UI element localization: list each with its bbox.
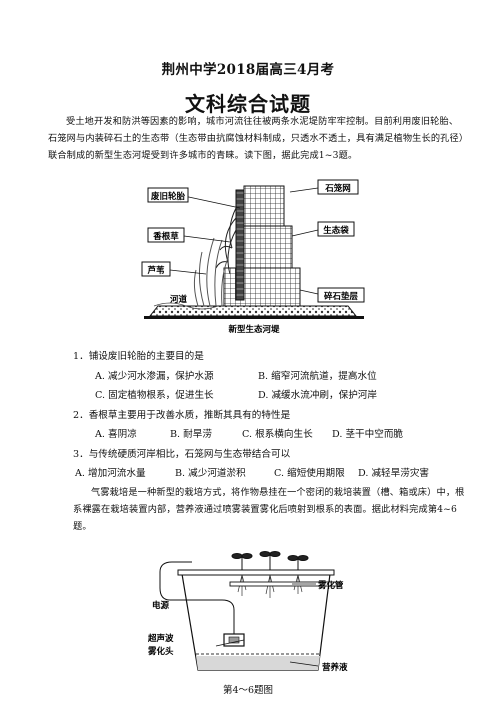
- bottom-bar: [144, 316, 364, 319]
- reed-label-box: [141, 261, 171, 277]
- question-3-option-c: C. 缩短使用期限: [274, 468, 345, 479]
- question-1-option-a: A. 减少河水渗漏，保护水源: [95, 371, 214, 382]
- reed-label: 芦苇: [147, 265, 165, 276]
- aeroponics-diagram: 电源 雾化管 超声波 雾化头 营养液: [147, 551, 348, 673]
- question-1-stem: 1．铺设废旧轮胎的主要目的是: [73, 351, 204, 362]
- power-cable: [159, 561, 235, 634]
- seedling-plants: [231, 551, 309, 570]
- gravel-label: 碎石垫层: [324, 291, 359, 302]
- question-3-option-a: A. 增加河流水量: [75, 468, 146, 479]
- intro-text-2: 气雾栽培是一种新型的栽培方式，将作物悬挂在一个密闭的栽培装置（槽、箱或床）中，根…: [73, 487, 465, 532]
- pipe-label: 雾化管: [317, 580, 344, 591]
- question-3-option-b: B. 减少河道淤积: [175, 468, 246, 479]
- exam-subtitle: 文科综合试题: [185, 92, 311, 116]
- intro-paragraph-1: 受土地开发和防洪等因素的影响，城市河流往往被两条水泥堤防牢牢控制。目前利用废旧轮…: [48, 113, 464, 164]
- atomizer-label-line1: 超声波: [147, 633, 174, 644]
- intro-text-1: 受土地开发和防洪等因素的影响，城市河流往往被两条水泥堤防牢牢控制。目前利用废旧轮…: [48, 116, 464, 161]
- reed-plant: [193, 237, 229, 307]
- question-2-option-a: A. 喜阴凉: [95, 429, 137, 440]
- river-label: 河道: [170, 294, 188, 305]
- fig2-leader-lines: [215, 583, 319, 667]
- question-2-stem: 2．香根草主要用于改善水质，推断其具有的特性是: [73, 410, 291, 421]
- question-1-option-b: B. 缩窄河流航道，提高水位: [258, 371, 377, 382]
- tire-label: 废旧轮胎: [151, 191, 186, 202]
- tire-label-box: [147, 187, 189, 203]
- question-1-option-d: D. 减缓水流冲刷，保护河岸: [258, 390, 377, 401]
- bag-label-box: [317, 221, 355, 237]
- figure-2-caption: 第4～6题图: [222, 685, 274, 696]
- exam-title: 荆州中学2018届高三4月考: [161, 62, 335, 78]
- vetiver-plant: [215, 207, 237, 275]
- cage-lower: [223, 267, 301, 307]
- bag-label: 生态袋: [323, 225, 349, 236]
- gravel-base: [148, 305, 358, 317]
- intro-paragraph-2: 气雾栽培是一种新型的栽培方式，将作物悬挂在一个密闭的栽培装置（槽、箱或床）中，根…: [73, 484, 467, 535]
- mist-pipe: [229, 581, 341, 587]
- cultivation-box: [181, 573, 331, 671]
- box-lid: [177, 569, 335, 576]
- cage-middle: [235, 225, 293, 269]
- question-2-option-c: C. 根系横向生长: [242, 429, 313, 440]
- leader-lines: [169, 187, 319, 295]
- eco-embankment-diagram: 废旧轮胎 石笼网 香根草 生态袋 芦苇 河道 碎石垫层 新型生态河堤: [141, 179, 365, 335]
- question-1-option-c: C. 固定植物根系，促进生长: [95, 390, 214, 401]
- power-label: 电源: [152, 600, 170, 611]
- cage-label: 石笼网: [324, 183, 351, 194]
- question-2-option-b: B. 耐旱涝: [170, 429, 212, 440]
- embankment-caption: 新型生态河堤: [228, 324, 280, 335]
- vetiver-label: 香根草: [152, 231, 179, 242]
- river-water: [153, 302, 219, 310]
- vetiver-label-box: [147, 227, 185, 243]
- question-3-stem: 3．与传统硬质河岸相比，石笼网与生态带结合可以: [73, 449, 291, 460]
- cage-upper: [243, 185, 285, 227]
- cage-label-box: [317, 179, 359, 195]
- gravel-label-box: [317, 287, 365, 303]
- tire-column: [235, 189, 245, 301]
- question-3-option-d: D. 减轻旱涝灾害: [358, 468, 430, 479]
- atomizer-label-line2: 雾化头: [147, 646, 174, 657]
- nutrient-label: 营养液: [322, 662, 348, 673]
- question-2-option-d: D. 茎干中空而脆: [332, 429, 404, 440]
